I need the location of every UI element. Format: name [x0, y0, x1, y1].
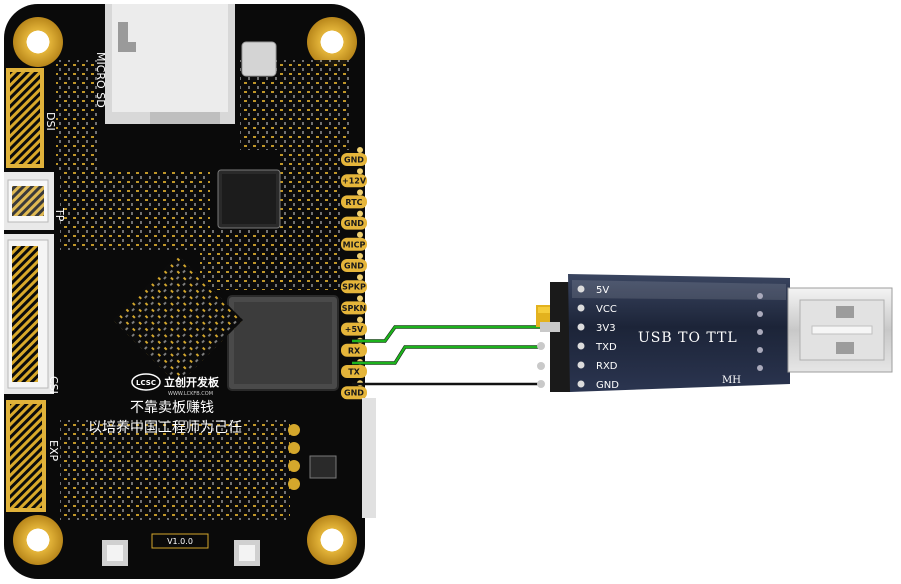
wires	[352, 325, 540, 386]
header-pin-label: MICP	[343, 240, 366, 249]
dsi-connector	[6, 68, 44, 168]
header-pin-hole-icon	[357, 253, 363, 259]
header-pin-pad	[341, 195, 367, 209]
usb-ttl-pads	[577, 285, 763, 388]
wire-rx-to-txd	[352, 325, 540, 343]
inductor	[241, 41, 277, 77]
header-pin-pad	[341, 216, 367, 230]
usb-pin-rxd: RXD	[596, 361, 618, 372]
slogan-line-2: 以培养中国工程师为己任	[88, 420, 242, 436]
header-pin-label: SPKP	[342, 283, 366, 292]
header-pin-pad	[341, 301, 367, 315]
brand-url: WWW.LCKFB.COM	[168, 391, 213, 397]
tp-label: TP	[53, 207, 66, 222]
usb-pin-5v: 5V	[596, 285, 609, 296]
usb-ttl-body	[568, 274, 790, 392]
slogan-line-1: 不靠卖板赚钱	[130, 400, 214, 416]
brand-logo-text: LCSC	[136, 379, 156, 387]
header-pin-hole-icon	[357, 316, 363, 323]
usb-pin-gnd: GND	[596, 380, 619, 391]
header-pin-pad	[341, 280, 367, 294]
header-pin-pad	[341, 386, 367, 400]
header-pin-pad	[341, 322, 367, 336]
brand-name: 立创开发板	[164, 375, 220, 389]
micro-sd-slot	[105, 4, 235, 124]
header-pin-pad	[341, 259, 367, 272]
header-pin-hole-icon	[357, 274, 363, 281]
header-pin-label: GND	[344, 389, 364, 398]
header-pin-pad	[341, 174, 367, 188]
header-pin-hole-icon	[357, 168, 363, 175]
header-pin-label: TX	[348, 368, 360, 377]
header-pin-label: GND	[344, 219, 364, 228]
mounting-hole-icon	[307, 515, 357, 565]
header-pin-label: GND	[344, 156, 364, 165]
header-pin-column: GND +12V RTC GND MICP GND SPKP SPKN +5V RX TX GND	[341, 147, 367, 400]
header-pin-pad	[341, 343, 367, 357]
mounting-hole-icon	[13, 17, 63, 67]
header-pin-hole-icon	[357, 210, 363, 217]
header-pin-label: RX	[348, 346, 361, 355]
mounting-hole-icon	[307, 17, 357, 67]
header-pin-hole-icon	[357, 231, 363, 238]
brand-logo: LCSC 立创开发板 WWW.LCKFB.COM	[131, 373, 220, 397]
header-pin-hole-icon	[357, 147, 363, 153]
version-label: V1.0.0	[167, 537, 193, 546]
csi-label: CSI	[47, 376, 60, 394]
header-pin-pad	[341, 365, 367, 378]
mounting-hole-icon	[13, 515, 63, 565]
usb-pin-3v3: 3V3	[596, 323, 616, 334]
tp-connector	[4, 172, 54, 230]
header-pin-hole-icon	[357, 189, 363, 196]
header-pin-pad	[341, 153, 367, 166]
usb-pin-vcc: VCC	[596, 304, 617, 315]
micro-sd-label: MICRO SD	[94, 52, 107, 108]
usb-ttl-title: USB TO TTL	[638, 330, 738, 346]
usb-ttl-module: 5V VCC 3V3 TXD RXD GND USB TO TTL MH	[536, 274, 893, 392]
side-connector	[362, 398, 376, 518]
usb-ttl-maker: MH	[722, 375, 741, 386]
header-pin-hole-icon	[357, 295, 363, 302]
header-pin-pad	[341, 237, 367, 251]
header-pin-label: +5V	[345, 325, 364, 334]
header-pin-label: RTC	[345, 198, 362, 207]
usb-ttl-pin-header	[537, 282, 570, 392]
usb-pin-txd: TXD	[595, 342, 617, 353]
dev-board: LCSC 立创开发板 WWW.LCKFB.COM 不靠卖板赚钱 以培养中国工程师…	[4, 4, 376, 579]
header-pin-label: +12V	[342, 177, 367, 186]
header-pin-label: SPKN	[342, 304, 367, 313]
wire-tx-to-rxd	[352, 345, 540, 365]
usb-plug-icon	[787, 287, 893, 373]
header-pin-label: GND	[344, 262, 364, 271]
csi-connector	[4, 234, 54, 394]
exp-label: EXP	[47, 440, 60, 461]
dsi-label: DSI	[44, 112, 57, 131]
exp-connector	[6, 400, 46, 512]
